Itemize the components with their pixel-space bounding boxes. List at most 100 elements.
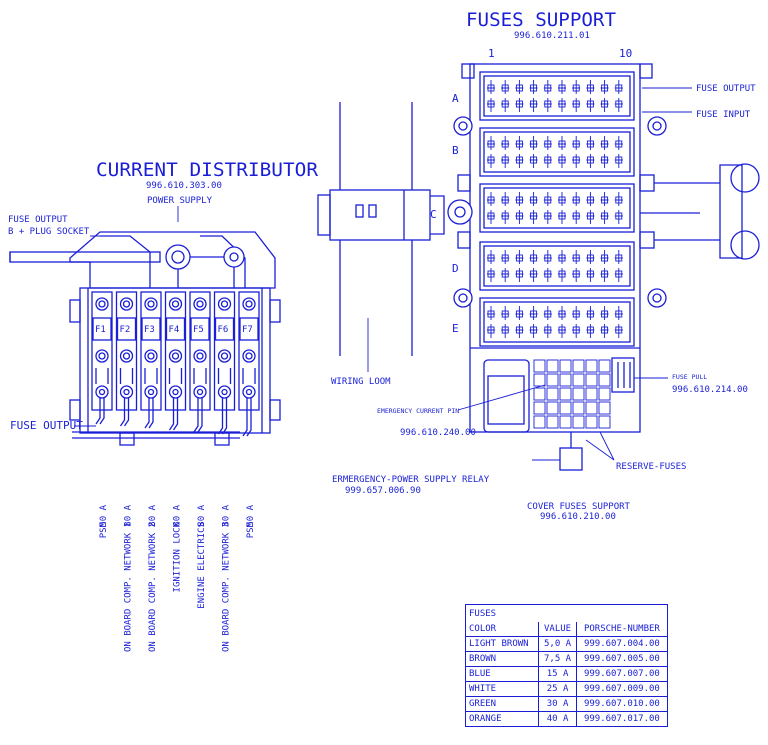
reserve-fuse-slot: [546, 387, 559, 401]
column-end-label: 10: [619, 47, 632, 60]
fuse-row-label: E: [452, 322, 459, 335]
table-row: BROWN 7,5 A 999.607.005.00: [466, 651, 667, 667]
reserve-fuse-slot: [559, 401, 572, 415]
fuse-label: F2: [120, 325, 131, 335]
wiring-loom: WIRING LOOM: [317, 102, 445, 387]
fuse-row-label: D: [452, 262, 459, 275]
fuse-porsche-number: 999.607.004.00: [575, 636, 667, 652]
circuit-name: PSM: [99, 521, 109, 538]
circuit-rating: 50 A: [246, 504, 256, 526]
relay-number: 999.657.006.90: [345, 486, 421, 496]
circuit-name: ENGINE ELECTRICS: [197, 522, 207, 609]
circuit-name: ON BOARD COMP. NETWORK 2: [148, 522, 158, 652]
emergency-pin-label: EMERGENCY CURRENT PIN: [377, 407, 459, 415]
fuse-label: F1: [95, 325, 106, 335]
circuit-rating: 80 A: [124, 504, 134, 526]
fuse-table: FUSES COLOR VALUE PORSCHE-NUMBER LIGHT B…: [465, 604, 668, 727]
fuse-value: 5,0 A: [538, 636, 577, 652]
reserve-fuses-label: RESERVE-FUSES: [616, 462, 686, 472]
fuse-value: 25 A: [538, 681, 577, 697]
plug-socket-label: B + PLUG SOCKET: [8, 227, 90, 237]
fuses-support: FUSES SUPPORT 996.610.211.01 1 10: [447, 9, 760, 471]
reserve-fuse-slot: [546, 401, 559, 415]
reserve-fuse-slot: [559, 387, 572, 401]
fuse-table-title: FUSES: [469, 609, 497, 619]
table-row: WHITE 25 A 999.607.009.00: [466, 681, 667, 697]
reserve-fuse-slot: [533, 387, 546, 401]
fuse-porsche-number: 999.607.010.00: [575, 696, 667, 712]
reserve-fuse-slot: [559, 373, 572, 387]
fuse-row-label: C: [430, 208, 437, 221]
current-distributor-part-number: 996.610.303.00: [146, 181, 222, 191]
column-start-label: 1: [488, 47, 495, 60]
circuit-name: PSM: [246, 521, 256, 538]
reserve-fuse-slot: [572, 387, 585, 401]
reserve-fuse-slot: [585, 373, 598, 387]
cover-number: 996.610.210.00: [540, 512, 616, 522]
reserve-fuse-slot: [598, 359, 611, 373]
fuse-color: LIGHT BROWN: [466, 636, 539, 652]
circuit-rating: 80 A: [148, 504, 158, 526]
distributor-fuse-f2: F2: [115, 291, 138, 427]
table-row: LIGHT BROWN 5,0 A 999.607.004.00: [466, 636, 667, 652]
fuse-row-label: B: [452, 144, 459, 157]
power-supply-label: POWER SUPPLY: [147, 196, 213, 206]
distributor-fuse-f1: F1: [91, 291, 113, 425]
fuse-output-label: FUSE OUTPUT: [696, 84, 756, 94]
circuit-rating: 80 A: [173, 504, 183, 526]
reserve-fuse-slot: [572, 359, 585, 373]
fuse-color: GREEN: [466, 696, 539, 712]
circuit-rating: 80 A: [222, 504, 232, 526]
reserve-fuse-slot: [572, 373, 585, 387]
fuse-pull-number: 996.610.214.00: [672, 385, 748, 395]
table-row: BLUE 15 A 999.607.007.00: [466, 666, 667, 682]
table-row: ORANGE 40 A 999.607.017.00: [466, 711, 667, 726]
relay-label: ERMERGENCY-POWER SUPPLY RELAY: [332, 475, 490, 485]
fuse-rows: A B C D E: [430, 71, 635, 347]
fuse-color: ORANGE: [469, 714, 502, 724]
fuse-value: 15 A: [538, 666, 577, 682]
circuit-name: ON BOARD COMP. NETWORK 1: [124, 522, 134, 652]
fuse-pull-label: FUSE PULL: [672, 373, 707, 381]
distributor-fuse-f3: F3: [140, 291, 162, 429]
fuse-value: 7,5 A: [538, 651, 577, 667]
fuse-output-bottom-label: FUSE OUTPUT: [10, 419, 83, 432]
reserve-fuse-grid: [533, 359, 611, 429]
reserve-fuse-slot: [533, 401, 546, 415]
wiring-loom-label: WIRING LOOM: [331, 377, 391, 387]
reserve-fuse-slot: [572, 415, 585, 429]
reserve-fuse-slot: [585, 359, 598, 373]
fuse-label: F3: [144, 325, 155, 335]
fuse-label: F7: [242, 325, 253, 335]
fuse-color: BROWN: [466, 651, 539, 667]
reserve-fuse-slot: [572, 401, 585, 415]
distributor-fuse-f4: F4: [164, 291, 187, 431]
circuit-name: IGNITION LOCK: [173, 521, 183, 592]
reserve-fuse-slot: [585, 401, 598, 415]
fuse-color: WHITE: [466, 681, 539, 697]
reserve-fuse-slot: [598, 387, 611, 401]
reserve-fuse-slot: [533, 359, 546, 373]
reserve-fuse-slot: [559, 415, 572, 429]
reserve-fuse-slot: [533, 415, 546, 429]
fuse-porsche-number: 999.607.005.00: [575, 651, 667, 667]
fuse-table-header-number: PORSCHE-NUMBER: [575, 622, 667, 637]
reserve-fuse-slot: [585, 415, 598, 429]
distributor-fuse-f7: F7: [238, 291, 260, 437]
current-distributor: CURRENT DISTRIBUTOR 996.610.303.00 POWER…: [8, 159, 319, 446]
fuses-support-callouts: FUSE OUTPUT FUSE INPUT FUSE PULL 996.610…: [332, 84, 756, 522]
fuse-row-a: A: [452, 71, 635, 121]
fuse-value: 40 A: [538, 711, 577, 726]
reserve-fuse-slot: [598, 401, 611, 415]
fuse-porsche-number: 999.607.009.00: [575, 681, 667, 697]
fuse-row-b: B: [452, 127, 635, 177]
fuse-table-header-color: COLOR: [466, 622, 539, 637]
reserve-fuse-slot: [546, 359, 559, 373]
circuit-rating: 50 A: [99, 504, 109, 526]
